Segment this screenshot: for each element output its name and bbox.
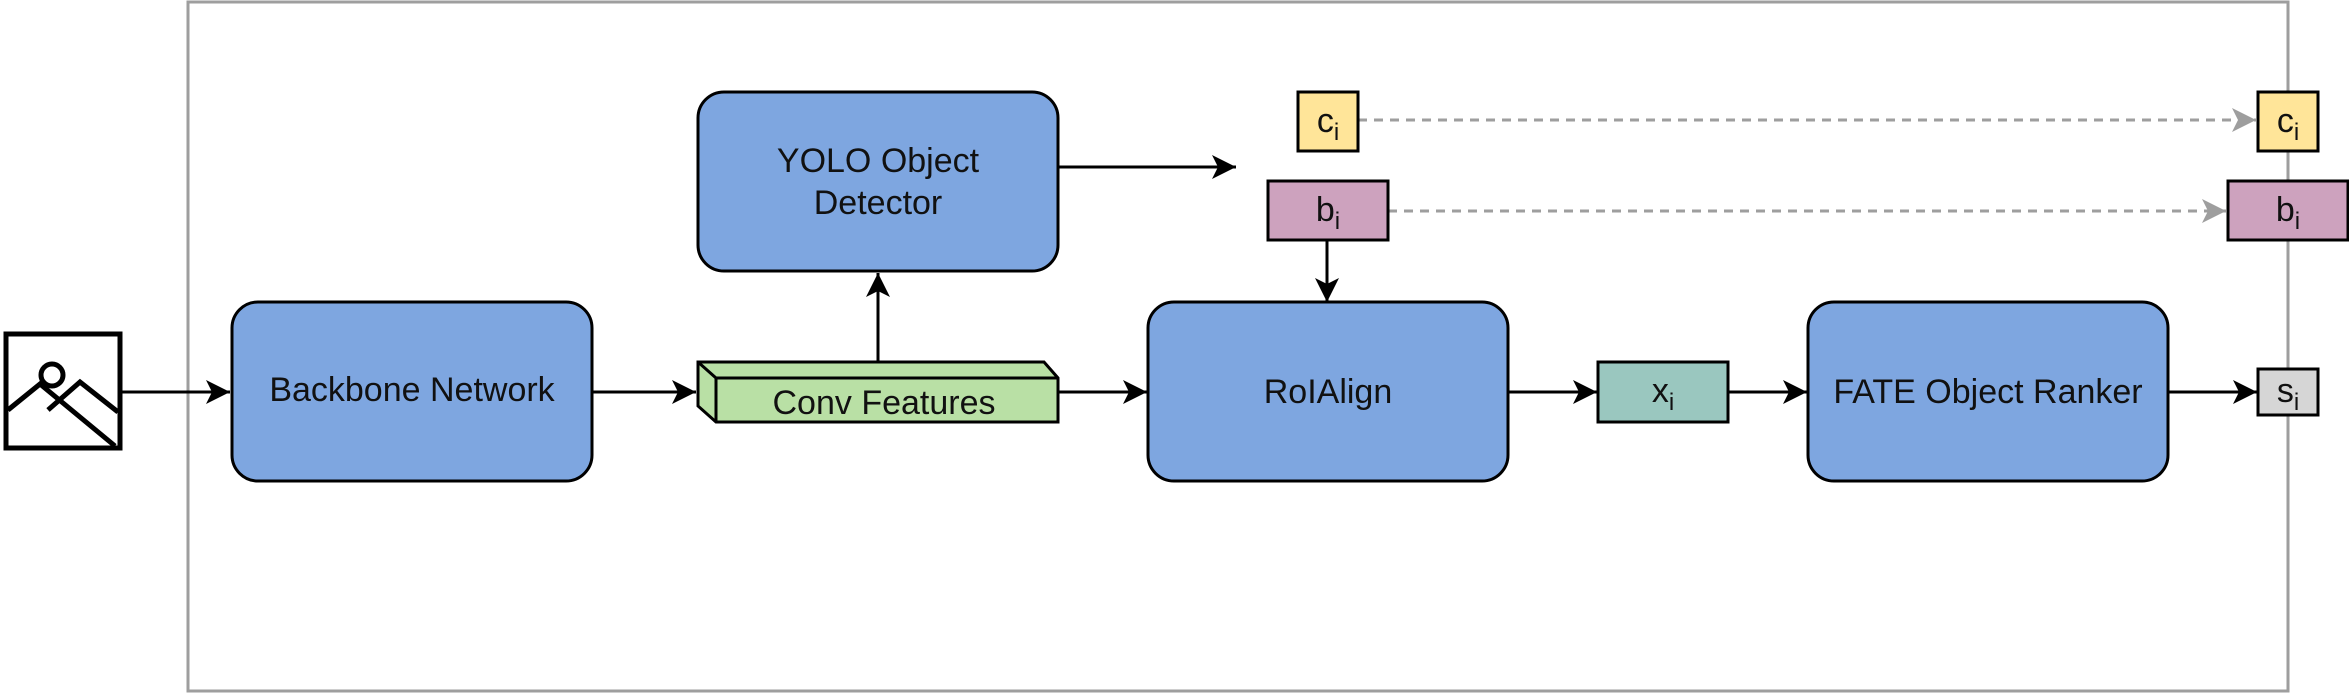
yolo-detector-label-line1: YOLO Object	[777, 142, 980, 180]
feature-vector-text: xi	[1652, 372, 1674, 416]
fate-ranker-label: FATE Object Ranker	[1833, 373, 2142, 411]
backbone-network-label: Backbone Network	[269, 371, 555, 409]
class-label-box-input: ci	[1296, 90, 1360, 153]
conv-features-block: Conv Features	[696, 360, 1060, 424]
class-label-box-output: ci	[2256, 90, 2320, 153]
backbone-network-block: Backbone Network	[230, 300, 594, 483]
fate-ranker-block: FATE Object Ranker	[1806, 300, 2170, 483]
dashed-arrows	[1358, 108, 2256, 223]
score-box: si	[2256, 367, 2320, 417]
yolo-detector-label-line2: Detector	[814, 184, 943, 222]
class-label-text-input: ci	[1317, 102, 1339, 146]
yolo-detector-block: YOLO Object Detector	[696, 90, 1060, 273]
roialign-block: RoIAlign	[1146, 300, 1510, 483]
roialign-label: RoIAlign	[1264, 373, 1393, 411]
pipeline-frame	[186, 0, 2290, 693]
image-icon	[3, 331, 123, 451]
bbox-text-output: bi	[2276, 191, 2300, 235]
bbox-text-input: bi	[1316, 191, 1340, 235]
bbox-box-input: bi	[1266, 179, 1390, 242]
class-label-text-output: ci	[2277, 102, 2299, 146]
arrows	[120, 155, 2257, 404]
bbox-box-output: bi	[2226, 179, 2349, 242]
conv-features-label: Conv Features	[773, 384, 996, 422]
feature-vector-box: xi	[1596, 360, 1730, 424]
score-text: si	[2277, 372, 2299, 416]
